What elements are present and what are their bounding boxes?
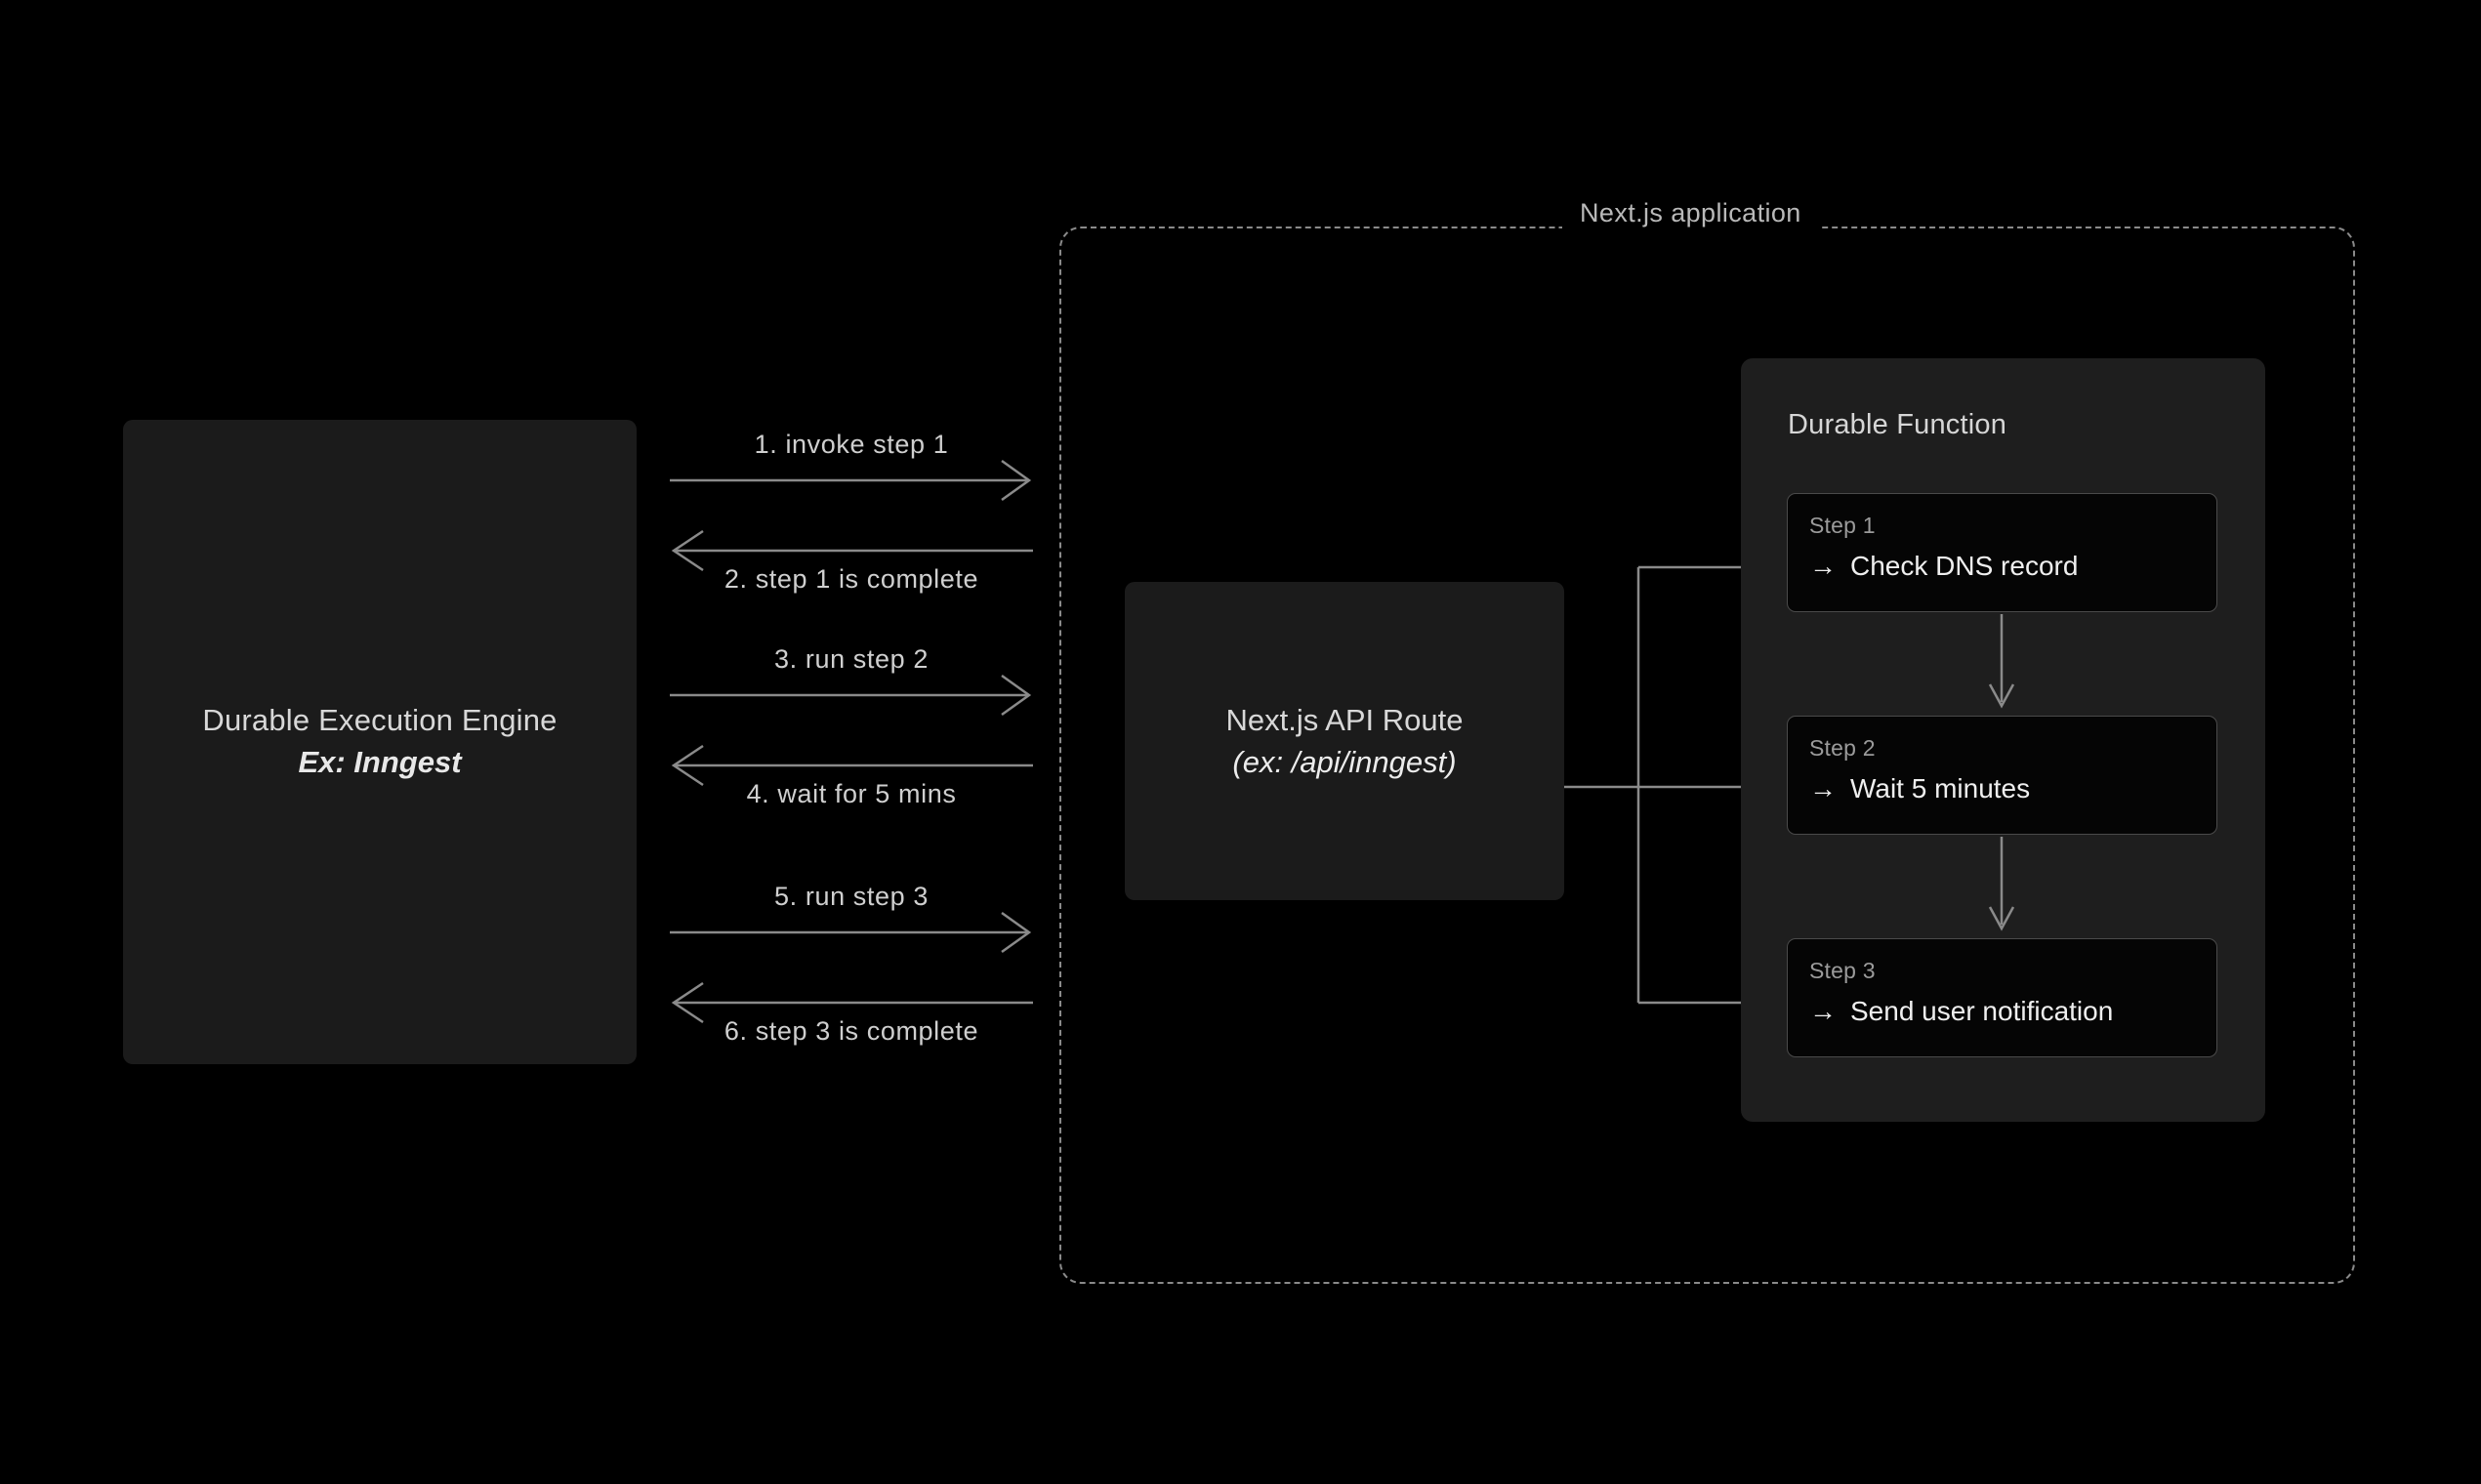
arrow-right-1 xyxy=(670,459,1032,502)
arrow-left-6 xyxy=(671,981,1033,1024)
message-label-4: 4. wait for 5 mins xyxy=(746,779,957,808)
arrow-left-2 xyxy=(671,529,1033,572)
step-card-3[interactable]: Step 3 → Send user notification xyxy=(1787,938,2217,1057)
step-card-1[interactable]: Step 1 → Check DNS record xyxy=(1787,493,2217,612)
step-label: Step 3 xyxy=(1809,958,1876,983)
step-action: → Send user notification xyxy=(1809,996,2113,1027)
arrow-right-3 xyxy=(670,674,1032,717)
message-label-3: 3. run step 2 xyxy=(774,644,929,674)
step-label: Step 2 xyxy=(1809,735,1876,761)
step-action-text: Send user notification xyxy=(1850,996,2114,1026)
message-label-2: 2. step 1 is complete xyxy=(724,564,979,594)
durable-execution-engine-box: Durable Execution Engine Ex: Inngest xyxy=(123,420,637,1064)
arrow-left-4 xyxy=(671,744,1033,787)
engine-title: Durable Execution Engine xyxy=(202,703,558,738)
step-card-2[interactable]: Step 2 → Wait 5 minutes xyxy=(1787,716,2217,835)
message-pair-3: 5. run step 3 6. step 3 is complete xyxy=(670,882,1033,1046)
step-label: Step 1 xyxy=(1809,513,1876,538)
step-flow-arrows xyxy=(1988,614,2015,931)
step-action: → Wait 5 minutes xyxy=(1809,773,2030,804)
durable-function-panel: Durable Function Step 1 → Check DNS reco… xyxy=(1741,358,2265,1122)
arrow-right-icon: → xyxy=(1809,773,1837,804)
nextjs-api-route-box: Next.js API Route (ex: /api/inngest) xyxy=(1125,582,1564,900)
nextjs-application-title: Next.js application xyxy=(1562,198,1819,228)
arrow-right-icon: → xyxy=(1809,551,1837,581)
arrow-right-icon: → xyxy=(1809,996,1837,1026)
step-action: → Check DNS record xyxy=(1809,551,2078,582)
step-action-text: Wait 5 minutes xyxy=(1850,773,2031,804)
api-route-subtitle: (ex: /api/inngest) xyxy=(1232,745,1457,779)
durable-function-title: Durable Function xyxy=(1788,409,2007,440)
message-label-5: 5. run step 3 xyxy=(774,882,929,911)
message-label-1: 1. invoke step 1 xyxy=(754,430,949,459)
arrow-right-5 xyxy=(670,911,1032,954)
engine-subtitle: Ex: Inngest xyxy=(298,745,462,779)
step-action-text: Check DNS record xyxy=(1850,551,2079,581)
message-pair-2: 3. run step 2 4. wait for 5 mins xyxy=(670,644,1033,808)
message-label-6: 6. step 3 is complete xyxy=(724,1016,979,1046)
api-route-title: Next.js API Route xyxy=(1225,702,1464,737)
message-pair-1: 1. invoke step 1 2. step 1 is complete xyxy=(670,430,1033,594)
